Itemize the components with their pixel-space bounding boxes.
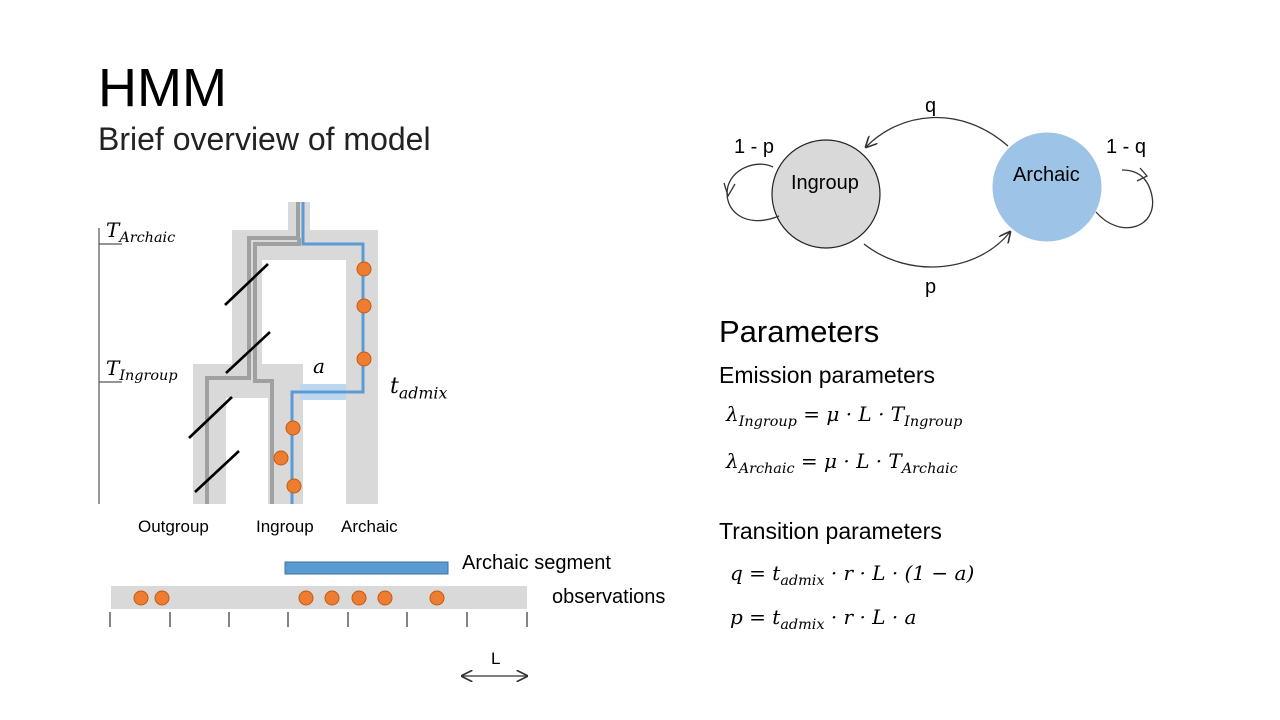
gene-tree-gray — [205, 202, 301, 504]
t-ingroup-label: TIngroup — [106, 356, 178, 384]
transition-heading: Transition parameters — [719, 518, 942, 544]
transition-ingroup-to-archaic — [863, 232, 1010, 268]
tree-mutations — [273, 261, 372, 494]
slide-subtitle: Brief overview of model — [98, 121, 431, 157]
transition-archaic-to-ingroup — [866, 116, 1009, 147]
emission-eq-archaic: λArchaic = μ · L · TArchaic — [726, 449, 958, 477]
observations-bar — [111, 586, 527, 609]
emission-heading: Emission parameters — [719, 362, 936, 388]
leaf-label-outgroup: Outgroup — [138, 517, 209, 536]
observations-label: observations — [552, 586, 666, 608]
edge-label-p: p — [925, 276, 937, 298]
leaf-label-ingroup: Ingroup — [256, 517, 314, 536]
state-archaic-label: Archaic — [1013, 164, 1080, 186]
recombination-marks — [188, 263, 271, 493]
window-ticks — [109, 612, 528, 627]
window-length-label: L — [491, 649, 501, 668]
self-loop-ingroup — [726, 163, 780, 222]
leaf-label-archaic: Archaic — [341, 517, 398, 536]
observation-mutations — [133, 590, 445, 606]
t-archaic-label: TArchaic — [106, 218, 176, 246]
edge-label-1-minus-q: 1 - q — [1106, 136, 1147, 158]
edge-label-q: q — [925, 95, 937, 117]
self-loop-archaic — [1095, 169, 1154, 229]
transition-eq-q: q = tadmix · r · L · (1 − a) — [730, 561, 975, 589]
parameters-heading: Parameters — [719, 314, 880, 349]
state-ingroup — [771, 139, 881, 249]
emission-eq-ingroup: λIngroup = μ · L · TIngroup — [726, 402, 963, 430]
archaic-segment-label: Archaic segment — [462, 552, 611, 574]
transition-eq-p: p = tadmix · r · L · a — [730, 605, 917, 633]
edge-label-1-minus-p: 1 - p — [734, 136, 775, 158]
archaic-lineage — [290, 202, 365, 504]
slide-title: HMM — [98, 58, 227, 118]
state-ingroup-label: Ingroup — [791, 172, 859, 194]
t-admix-label: tadmix — [390, 374, 448, 403]
archaic-segment-bar — [284, 561, 449, 575]
admix-proportion-label: a — [313, 354, 325, 378]
state-archaic — [992, 132, 1102, 242]
